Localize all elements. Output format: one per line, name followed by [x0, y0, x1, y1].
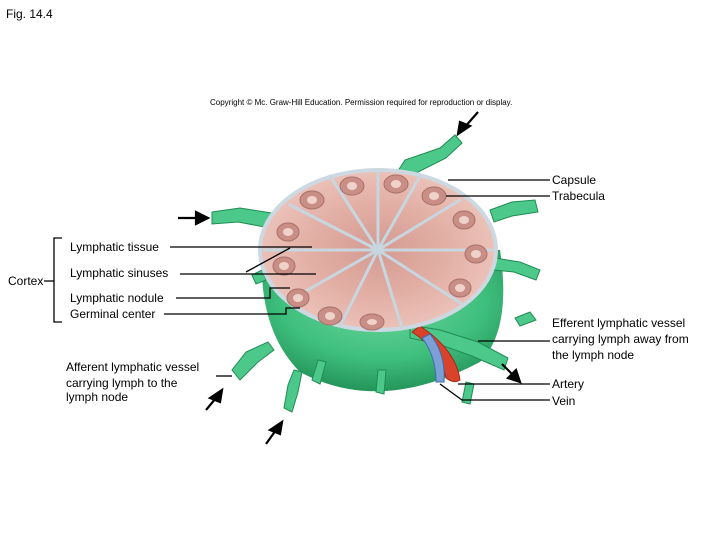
label-lymphatic-nodule: Lymphatic nodule [70, 290, 164, 306]
bottom-projection-4 [515, 312, 536, 326]
label-trabecula: Trabecula [552, 188, 605, 204]
label-efferent-line1: Efferent lymphatic vessel [552, 315, 685, 331]
label-vein: Vein [552, 393, 575, 409]
label-lymphatic-sinuses: Lymphatic sinuses [70, 265, 168, 281]
bottom-afferent-vessel [284, 370, 302, 412]
label-efferent-line2: carrying lymph away from [552, 331, 689, 347]
label-afferent-line1: Afferent lymphatic vessel [66, 359, 199, 375]
label-artery: Artery [552, 376, 584, 392]
label-afferent-line3: lymph node [66, 389, 128, 405]
bottom-projection-3 [462, 382, 474, 404]
bottom-projection-2 [376, 370, 386, 394]
vein-leader [440, 384, 550, 400]
label-capsule: Capsule [552, 172, 596, 188]
label-germinal-center: Germinal center [70, 306, 155, 322]
label-lymphatic-tissue: Lymphatic tissue [70, 239, 159, 255]
bottom-left-afferent-vessel [232, 342, 274, 380]
label-cortex: Cortex [8, 273, 43, 289]
right-upper-projection [490, 200, 538, 222]
cortex-bracket [54, 238, 62, 322]
label-efferent-line3: the lymph node [552, 347, 634, 363]
